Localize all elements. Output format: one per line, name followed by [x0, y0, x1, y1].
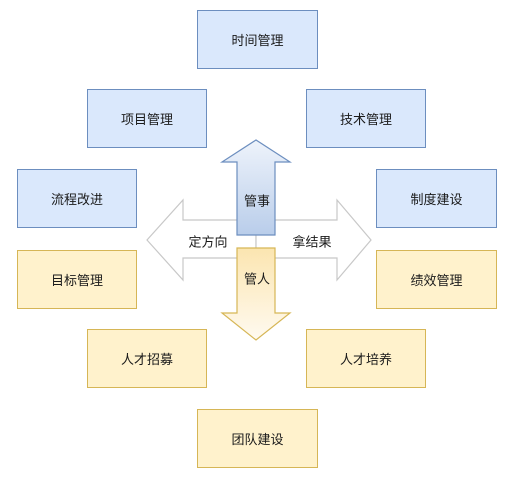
box-tech-management: 技术管理 — [306, 89, 426, 148]
box-performance-management: 绩效管理 — [376, 250, 497, 309]
box-process-improvement: 流程改进 — [17, 169, 137, 228]
up-arrow-shape — [219, 139, 293, 236]
box-talent-development: 人才培养 — [306, 329, 426, 388]
box-project-management: 项目管理 — [87, 89, 207, 148]
arrow-label-right: 拿结果 — [292, 235, 332, 251]
box-system-building: 制度建设 — [376, 169, 497, 228]
arrow-label-up: 管事 — [243, 194, 271, 210]
arrow-label-down: 管人 — [243, 272, 271, 288]
box-time-management: 时间管理 — [197, 10, 318, 69]
box-goal-management: 目标管理 — [17, 250, 137, 309]
box-talent-recruitment: 人才招募 — [87, 329, 207, 388]
down-arrow-shape — [220, 247, 292, 341]
arrow-label-left: 定方向 — [188, 235, 228, 251]
box-team-building: 团队建设 — [197, 409, 318, 468]
